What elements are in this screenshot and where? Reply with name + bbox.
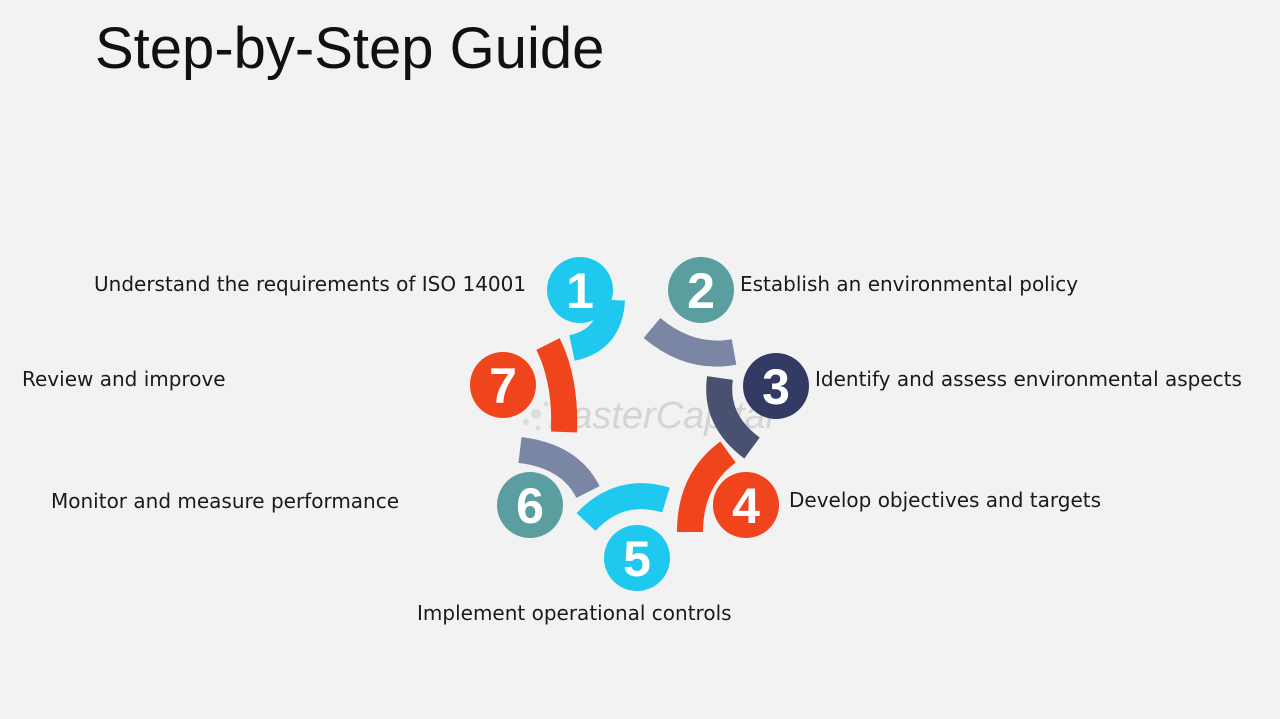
arc-step2 [643,317,737,367]
arc-step4 [677,441,737,533]
arc-step3 [706,376,761,459]
step-3-label: Identify and assess environmental aspect… [815,367,1242,391]
step-4-number: 4 [732,478,760,534]
arc-step7 [536,338,578,433]
step-5-circle [604,525,670,591]
step-2-number: 2 [687,263,715,319]
step-4-marker: 4 [713,472,779,538]
step-2-marker: 2 [668,257,734,323]
step-3-number: 3 [762,359,790,415]
step-2-label: Establish an environmental policy [740,272,1079,296]
step-6-circle [497,472,563,538]
step-6-marker: 6 [497,472,563,538]
page-title: Step-by-Step Guide [95,16,605,81]
arc-step1 [568,298,625,361]
step-7-number: 7 [489,358,517,414]
arc-step6 [518,437,600,499]
step-5-marker: 5 [604,525,670,591]
watermark-logo-icon [521,401,549,431]
step-3-circle [743,353,809,419]
step-1-circle [547,257,613,323]
step-1-label: Understand the requirements of ISO 14001 [94,272,527,296]
step-1-number: 1 [566,263,594,319]
step-4-circle [713,472,779,538]
step-5-label: Implement operational controls [417,601,732,625]
step-6-number: 6 [516,478,544,534]
step-2-circle [668,257,734,323]
step-7-label: Review and improve [22,367,226,391]
step-6-label: Monitor and measure performance [51,489,400,513]
step-7-marker: 7 [470,352,536,418]
step-7-circle [470,352,536,418]
step-1-marker: 1 [547,257,613,323]
step-5-number: 5 [623,531,651,587]
step-3-marker: 3 [743,353,809,419]
arc-step5 [576,483,670,532]
step-4-label: Develop objectives and targets [789,488,1102,512]
